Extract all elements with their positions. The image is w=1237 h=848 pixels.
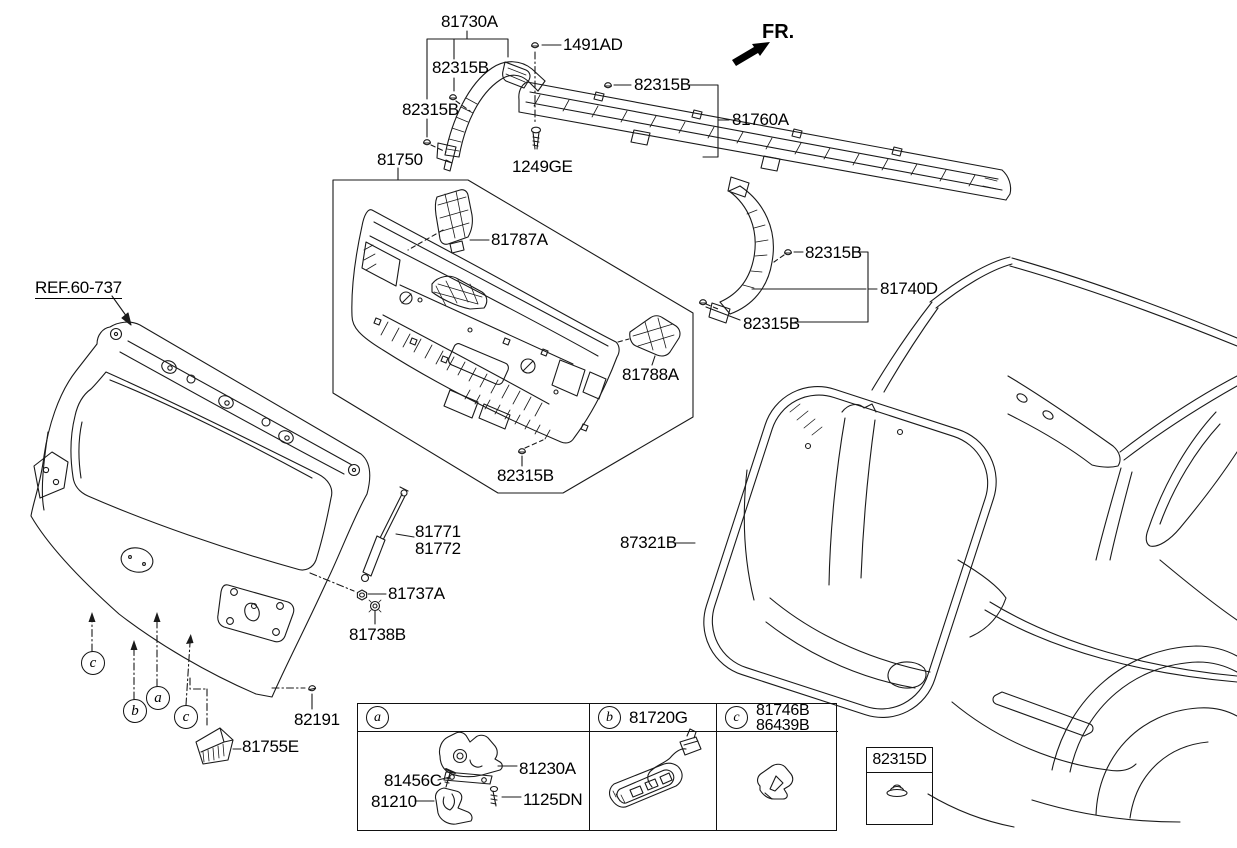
part-81750-drawing (351, 209, 620, 444)
legend-clip-drawing (757, 763, 794, 800)
label-81787A: 81787A (491, 230, 548, 249)
marker-b: b (123, 699, 147, 723)
label-81456C: 81456C (384, 771, 442, 790)
legend-part-81746B: 81746B (756, 702, 810, 720)
label-82315B-3: 82315B (634, 75, 691, 94)
label-81738B: 81738B (349, 625, 406, 644)
part-81788A-drawing (629, 315, 681, 357)
part-87321B-drawing (703, 386, 997, 718)
legend-handle-drawing (609, 728, 702, 808)
label-81740D: 81740D (880, 279, 938, 298)
legend-cell-a (358, 732, 589, 830)
label-82315B-1: 82315B (432, 58, 489, 77)
vehicle-body-drawing (743, 256, 1237, 828)
legend-letter-c: c (725, 706, 748, 729)
box-82315D: 82315D (866, 747, 933, 825)
label-81788A: 81788A (622, 365, 679, 384)
legend-header-c: c 81746B 86439B (716, 702, 838, 734)
legend-header-a: a (358, 704, 589, 732)
marker-arrows (88, 612, 194, 706)
label-1249GE: 1249GE (512, 157, 573, 176)
label-1125DN: 1125DN (523, 790, 583, 809)
marker-a: a (146, 686, 170, 710)
leader-lines (111, 30, 878, 750)
legend-latch-drawing (414, 731, 522, 825)
grommet-82315D-glyph (886, 784, 908, 798)
label-81750: 81750 (377, 150, 423, 169)
part-81740D-drawing (708, 176, 774, 324)
label-82315B-2: 82315B (402, 100, 459, 119)
label-81771: 81771 (415, 522, 461, 541)
label-82191: 82191 (294, 710, 340, 729)
screw-1249GE-glyph (530, 126, 542, 150)
label-87321B: 87321B (620, 533, 677, 552)
label-1491AD: 1491AD (563, 35, 623, 54)
label-82315B-5: 82315B (743, 314, 800, 333)
hardware-glyphs (195, 42, 908, 798)
part-81760A-drawing (518, 81, 1012, 201)
part-81787A-drawing (434, 189, 473, 254)
marker-c-2: c (174, 705, 198, 729)
marker-c-1: c (81, 651, 105, 675)
part-81755E-drawing (195, 727, 234, 765)
legend-table: a b 81720G c 81746B 86439B (357, 702, 838, 831)
legend-header-b: b 81720G (589, 704, 716, 732)
label-fr: FR. (762, 21, 795, 43)
legend-cell-c (716, 732, 838, 830)
fr-arrow-icon (732, 42, 770, 66)
tailgate-drawing (30, 321, 371, 698)
legend-part-81720G: 81720G (629, 708, 688, 727)
label-81210: 81210 (371, 792, 417, 811)
label-82315B-6: 82315B (497, 466, 554, 485)
label-ref-60-737: REF.60-737 (35, 278, 122, 299)
label-81730A: 81730A (441, 12, 498, 31)
label-82315B-4: 82315B (805, 243, 862, 262)
legend-letter-a: a (366, 706, 389, 729)
label-81230A: 81230A (519, 759, 576, 778)
part-81750-boundary (332, 167, 694, 494)
nut-81738B-glyph (368, 599, 382, 613)
legend-letter-b: b (598, 706, 621, 729)
part-81730A-drawing (436, 61, 546, 172)
part-81771-strut-drawing (360, 486, 409, 583)
label-81755E: 81755E (242, 737, 299, 756)
label-81760A: 81760A (732, 110, 789, 129)
label-81737A: 81737A (388, 584, 445, 603)
label-82315D: 82315D (867, 748, 932, 773)
legend-cell-b (589, 732, 716, 830)
legend-part-86439B: 86439B (756, 717, 810, 734)
label-81772: 81772 (415, 539, 461, 558)
